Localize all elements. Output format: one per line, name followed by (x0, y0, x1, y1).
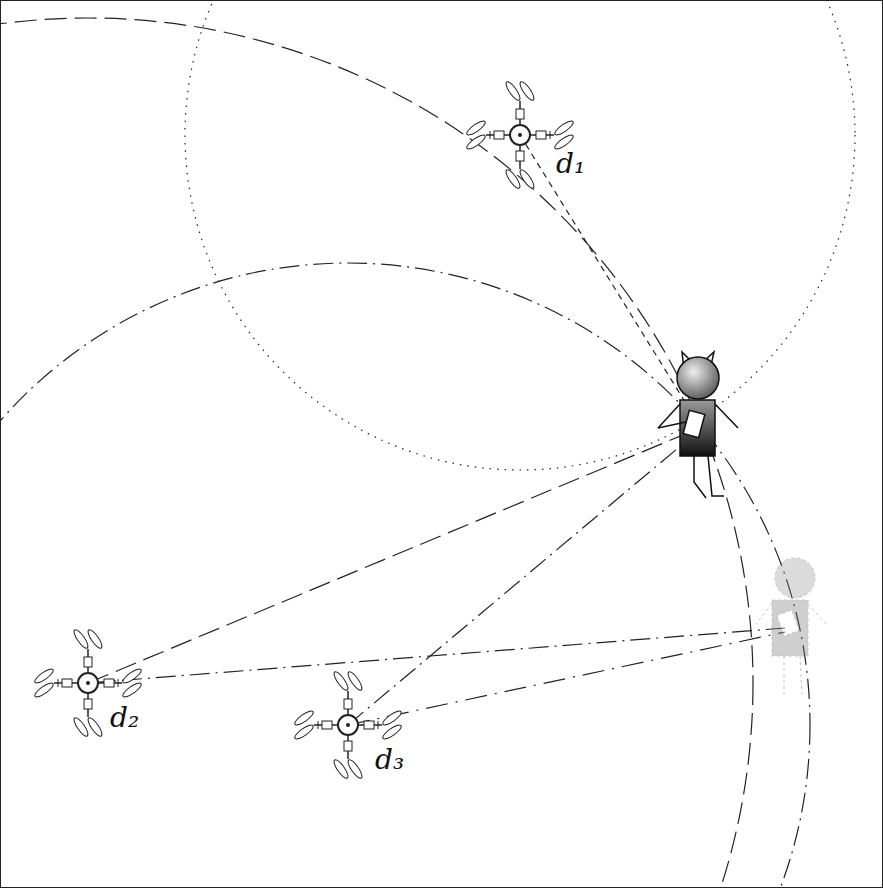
range-line (348, 632, 785, 725)
range-line (348, 438, 690, 725)
range-circle-d1 (185, 1, 855, 470)
range-circle-d3 (1, 263, 810, 887)
range-line (88, 628, 785, 683)
drone-label: d₁ (556, 150, 585, 178)
range-line (520, 135, 690, 410)
drone-label: d₃ (375, 746, 404, 774)
ghost-person (756, 558, 826, 694)
person-figure (658, 352, 738, 498)
range-line (88, 432, 690, 683)
range-circle-d2 (1, 18, 753, 887)
drone-symbol (33, 628, 143, 738)
drone-label: d₂ (110, 704, 139, 732)
